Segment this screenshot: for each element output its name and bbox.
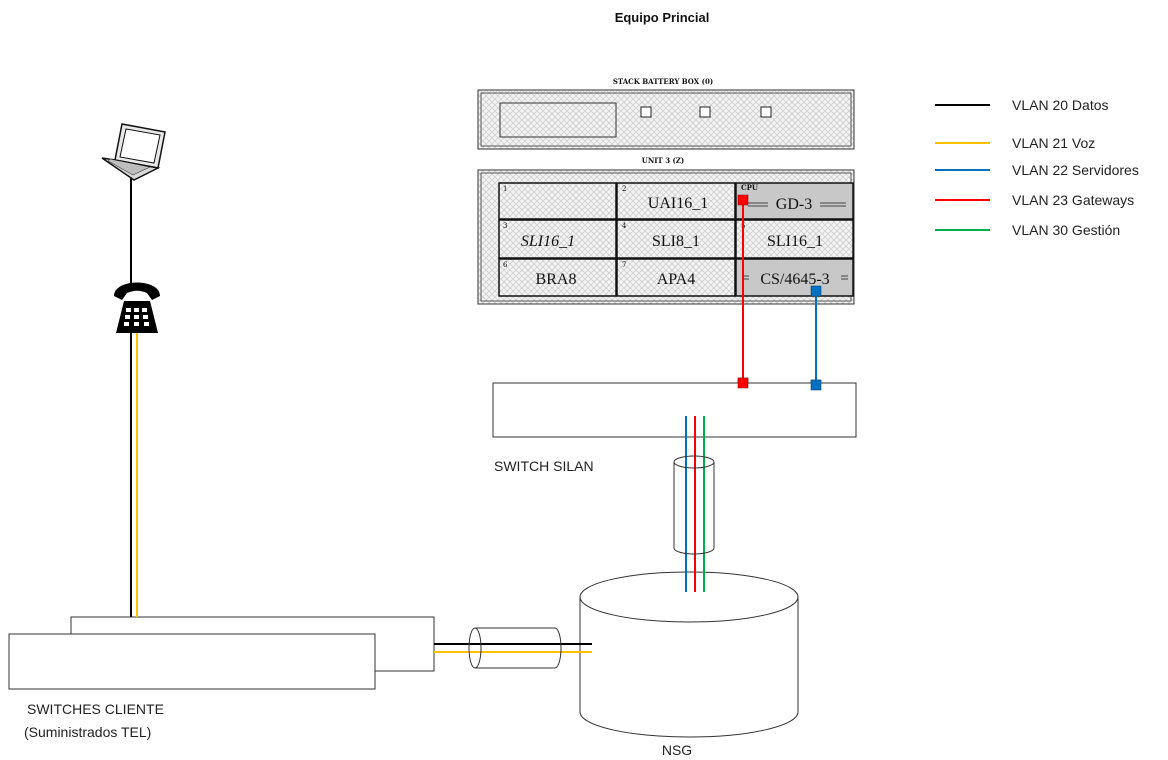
laptop-icon[interactable] (101, 123, 166, 181)
unit-label: UNIT 3 (Z) (642, 156, 684, 165)
port-gd3[interactable] (737, 194, 749, 206)
slot-cpu-gd3[interactable]: CPU GD-3 (735, 182, 854, 220)
battery-box-label: STACK BATTERY BOX (0) (613, 77, 713, 86)
slot-name: UAI16_1 (648, 195, 708, 212)
slot-number: 1 (503, 185, 507, 193)
vlan-legend: VLAN 20 Datos VLAN 21 Voz VLAN 22 Servid… (935, 97, 1139, 238)
cpu-label: CPU (741, 183, 758, 192)
slot-name: SLI16_1 (521, 233, 575, 250)
slot-number: 2 (622, 185, 626, 193)
battery-indicator-1 (640, 106, 652, 118)
legend-label-vlan20: VLAN 20 Datos (1012, 97, 1109, 113)
switches-cliente-label: SWITCHES CLIENTE (27, 701, 164, 717)
port-silan-blue-top (810, 379, 822, 391)
slot-6[interactable]: 6 BRA8 (498, 258, 617, 297)
slot-cs4645-3[interactable]: CS/4645-3 (735, 258, 854, 297)
slot-number: 4 (622, 222, 627, 230)
switch-silan[interactable] (492, 382, 857, 438)
legend-label-vlan21: VLAN 21 Voz (1012, 135, 1095, 151)
slot-5[interactable]: 5 SLI16_1 (735, 219, 854, 259)
slot-number: 7 (622, 261, 626, 269)
slot-7[interactable]: 7 APA4 (616, 258, 736, 297)
battery-indicator-3 (760, 106, 772, 118)
slot-name: GD-3 (776, 196, 812, 213)
slot-1[interactable]: 1 (498, 182, 617, 220)
port-cs4645[interactable] (810, 285, 822, 297)
switches-cliente-sub: (Suministrados TEL) (24, 724, 151, 740)
telephone-icon[interactable] (114, 282, 160, 334)
slot-4[interactable]: 4 SLI8_1 (616, 219, 736, 259)
port-silan-red-top (737, 377, 749, 389)
slot-3[interactable]: 3 SLI16_1 (498, 219, 617, 259)
slot-name: SLI8_1 (652, 233, 700, 250)
battery-indicator-2 (699, 106, 711, 118)
slot-name: CS/4645-3 (760, 271, 829, 288)
slot-number: 6 (503, 261, 508, 269)
switch-silan-label: SWITCH SILAN (494, 458, 594, 474)
legend-label-vlan22: VLAN 22 Servidores (1012, 162, 1139, 178)
stack-battery-box[interactable] (477, 89, 855, 150)
vertical-cable-sleeve (673, 455, 715, 555)
diagram-title: Equipo Princial (615, 10, 710, 25)
slot-number: 3 (503, 222, 507, 230)
slot-name: BRA8 (536, 271, 577, 288)
legend-label-vlan23: VLAN 23 Gateways (1012, 192, 1134, 208)
slot-2[interactable]: 2 UAI16_1 (616, 182, 736, 220)
slot-name: SLI16_1 (767, 233, 823, 250)
slot-name: APA4 (657, 271, 696, 288)
nsg-label: NSG (662, 742, 692, 758)
legend-label-vlan30: VLAN 30 Gestión (1012, 222, 1120, 238)
switch-cliente-front[interactable] (8, 633, 376, 690)
nsg-cylinder[interactable] (579, 571, 799, 738)
horizontal-cable-sleeve (468, 627, 562, 669)
